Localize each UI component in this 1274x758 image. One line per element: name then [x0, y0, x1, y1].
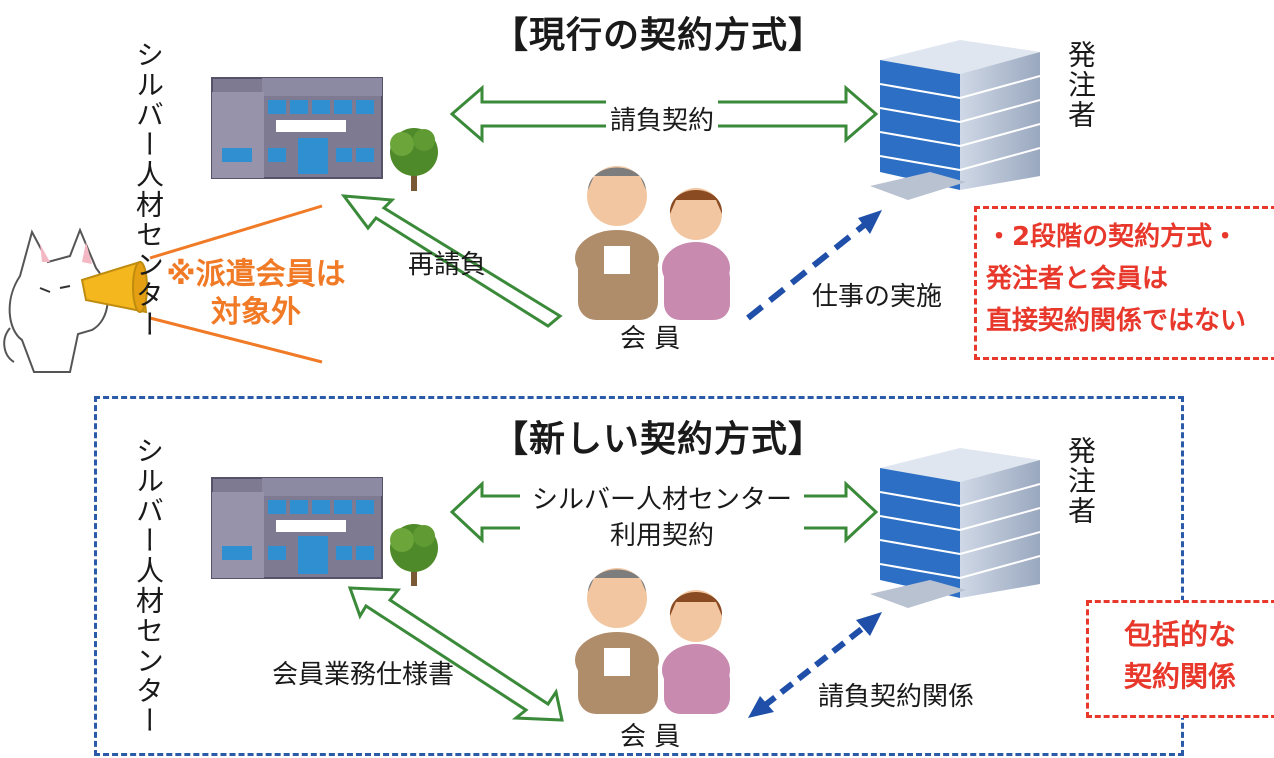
- member-label: 会 員: [620, 324, 681, 354]
- tree-icon: [390, 128, 438, 191]
- usage-contract-arrow-right: [804, 480, 879, 544]
- cat-note-line-2: 対象外: [211, 295, 301, 330]
- subcontract-label: 再請負: [408, 250, 487, 280]
- usage-contract-arrow-left: [449, 480, 520, 544]
- tree-icon-new: [390, 524, 438, 586]
- current-note-line-1: ・2段階の契約方式・: [986, 222, 1239, 252]
- current-note-line-2: 発注者と会員は: [986, 264, 1169, 294]
- relation-double-arrow: [748, 612, 882, 718]
- contract-double-arrow: [449, 84, 879, 144]
- new-note: 包括的な 契約関係: [1092, 614, 1268, 698]
- members-illustration-new: [575, 568, 730, 714]
- new-title: 【新しい契約方式】: [492, 419, 826, 460]
- relation-label: 請負契約関係: [818, 682, 975, 712]
- center-label: シルバー人材センター: [132, 40, 165, 340]
- work-label: 仕事の実施: [812, 282, 943, 312]
- speech-line-bottom: [149, 316, 323, 364]
- speech-line-top: [149, 204, 323, 260]
- client-building-icon-new: [870, 448, 1041, 608]
- members-illustration: [575, 166, 730, 320]
- new-note-line-2: 契約関係: [1123, 660, 1236, 693]
- member-label-new: 会 員: [620, 722, 681, 752]
- center-label-new: シルバー人材センター: [132, 436, 165, 736]
- new-note-box: [1086, 600, 1274, 718]
- current-title: 【現行の契約方式】: [492, 15, 826, 56]
- work-arrow: [746, 210, 882, 321]
- spec-double-arrow: [347, 586, 564, 722]
- cat-note: ※派遣会員は 対象外: [156, 256, 356, 332]
- spec-label: 会員業務仕様書: [272, 660, 455, 690]
- client-label-new: 発注者: [1064, 436, 1097, 526]
- current-note: ・2段階の契約方式・ 発注者と会員は 直接契約関係ではない: [986, 216, 1270, 342]
- usage-contract-line-2: 利用契約: [609, 521, 714, 551]
- cat-megaphone-icon: [3, 227, 148, 373]
- contract-arrow-label: 請負契約: [606, 100, 719, 137]
- client-label: 発注者: [1064, 40, 1097, 130]
- center-building-icon: [211, 77, 383, 179]
- new-note-line-1: 包括的な: [1123, 618, 1236, 651]
- current-note-box: [974, 206, 1274, 360]
- cat-note-line-1: ※派遣会員は: [166, 257, 346, 292]
- usage-contract-line-1: シルバー人材センター: [531, 485, 792, 515]
- current-note-line-3: 直接契約関係ではない: [986, 306, 1247, 336]
- client-building-icon: [870, 40, 1041, 200]
- subcontract-arrow: [340, 194, 563, 328]
- center-building-icon-new: [211, 477, 383, 579]
- usage-contract-label: シルバー人材センター 利用契約: [522, 482, 802, 554]
- new-section-frame: [94, 396, 1184, 756]
